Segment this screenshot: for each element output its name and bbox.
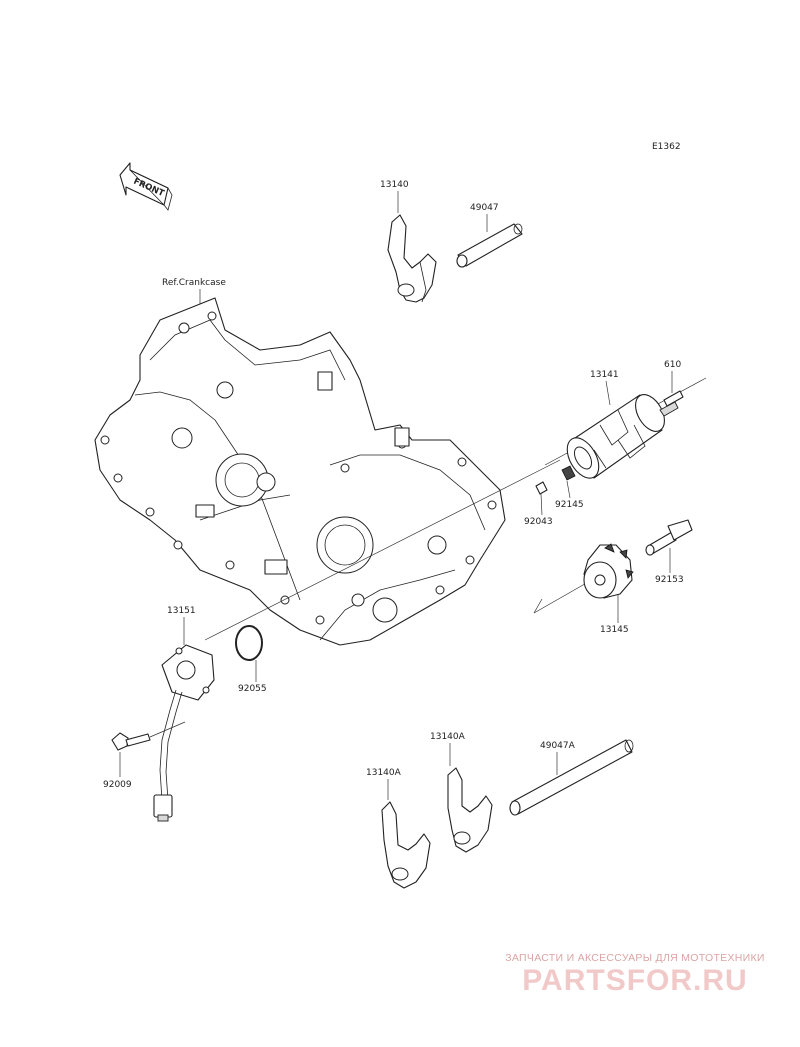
crankcase-ref-label: Ref.Crankcase [162,278,226,288]
sensor-13151 [153,644,215,822]
diagram-code: E1362 [652,142,681,152]
label-13145: 13145 [600,625,629,635]
bolt-92153 [645,519,693,556]
shaft-49047a [509,739,634,816]
shift-fork-13140a-left [381,801,431,889]
label-92009: 92009 [103,780,132,790]
label-49047a: 49047A [540,741,576,751]
label-13140a-left: 13140A [366,768,402,778]
screw-92009 [111,732,151,751]
shift-fork-13140a-right [447,767,493,853]
crankcase-illustration [94,297,506,646]
pin-92043 [535,481,548,495]
front-arrow-icon: FRONT [119,162,173,211]
label-92153: 92153 [655,575,684,585]
label-13140: 13140 [380,180,409,190]
label-13151: 13151 [167,606,196,616]
watermark: ЗАПЧАСТИ И АКСЕССУАРЫ ДЛЯ МОТОТЕХНИКИ PA… [480,952,790,998]
watermark-brand: PARTSFOR.RU [522,964,748,997]
spring-92145 [561,465,576,481]
cam-13145 [583,543,634,599]
label-13140a-right: 13140A [430,732,466,742]
watermark-tagline: ЗАПЧАСТИ И АКСЕССУАРЫ ДЛЯ МОТОТЕХНИКИ [505,952,765,964]
label-13141: 13141 [590,370,619,380]
shaft-49047 [456,223,523,268]
label-92043: 92043 [524,517,553,527]
label-49047: 49047 [470,203,499,213]
pin-610 [663,390,684,407]
label-92055: 92055 [238,684,267,694]
label-610: 610 [664,360,681,370]
shift-drum-13141 [566,394,679,479]
label-92145: 92145 [555,500,584,510]
o-ring-92055 [235,625,263,661]
shift-fork-13140 [387,214,437,303]
